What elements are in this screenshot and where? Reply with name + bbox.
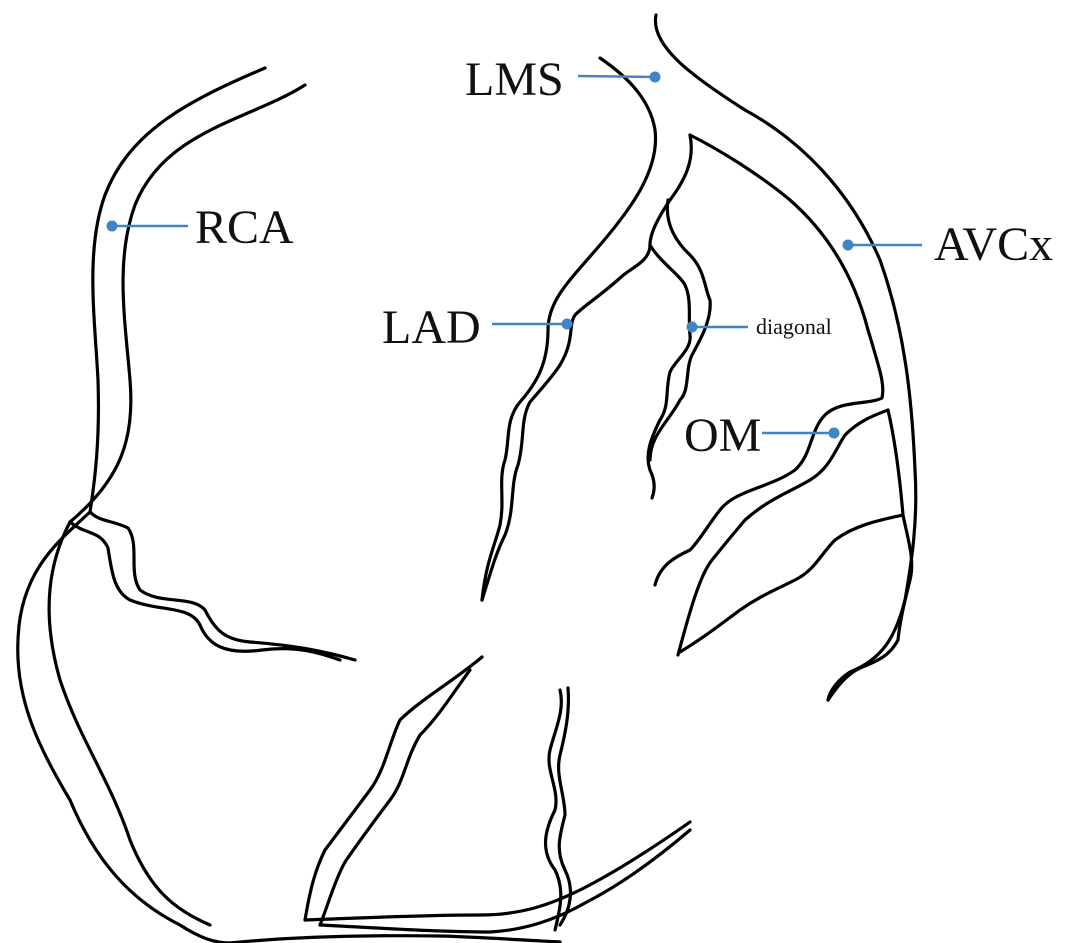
rca-vessel	[18, 68, 355, 943]
lms-leader	[578, 76, 655, 77]
annotation-labels: LMS RCA AVCx LAD diagonal OM	[195, 53, 1053, 462]
rca-label: RCA	[195, 201, 294, 254]
inferior-vessels	[230, 657, 690, 943]
om-dot	[829, 428, 840, 439]
lms-label: LMS	[465, 53, 564, 106]
lad-dot	[562, 319, 573, 330]
lms-dot	[650, 72, 661, 83]
diagonal-dot	[687, 322, 698, 333]
rca-dot	[107, 221, 118, 232]
avcx-label: AVCx	[934, 218, 1053, 271]
lad-label: LAD	[382, 301, 481, 354]
diagonal-label: diagonal	[756, 314, 832, 339]
om-label: OM	[684, 409, 761, 462]
left-coronary-vessels	[482, 15, 916, 700]
annotation-leaders	[107, 72, 923, 439]
avcx-dot	[843, 240, 854, 251]
